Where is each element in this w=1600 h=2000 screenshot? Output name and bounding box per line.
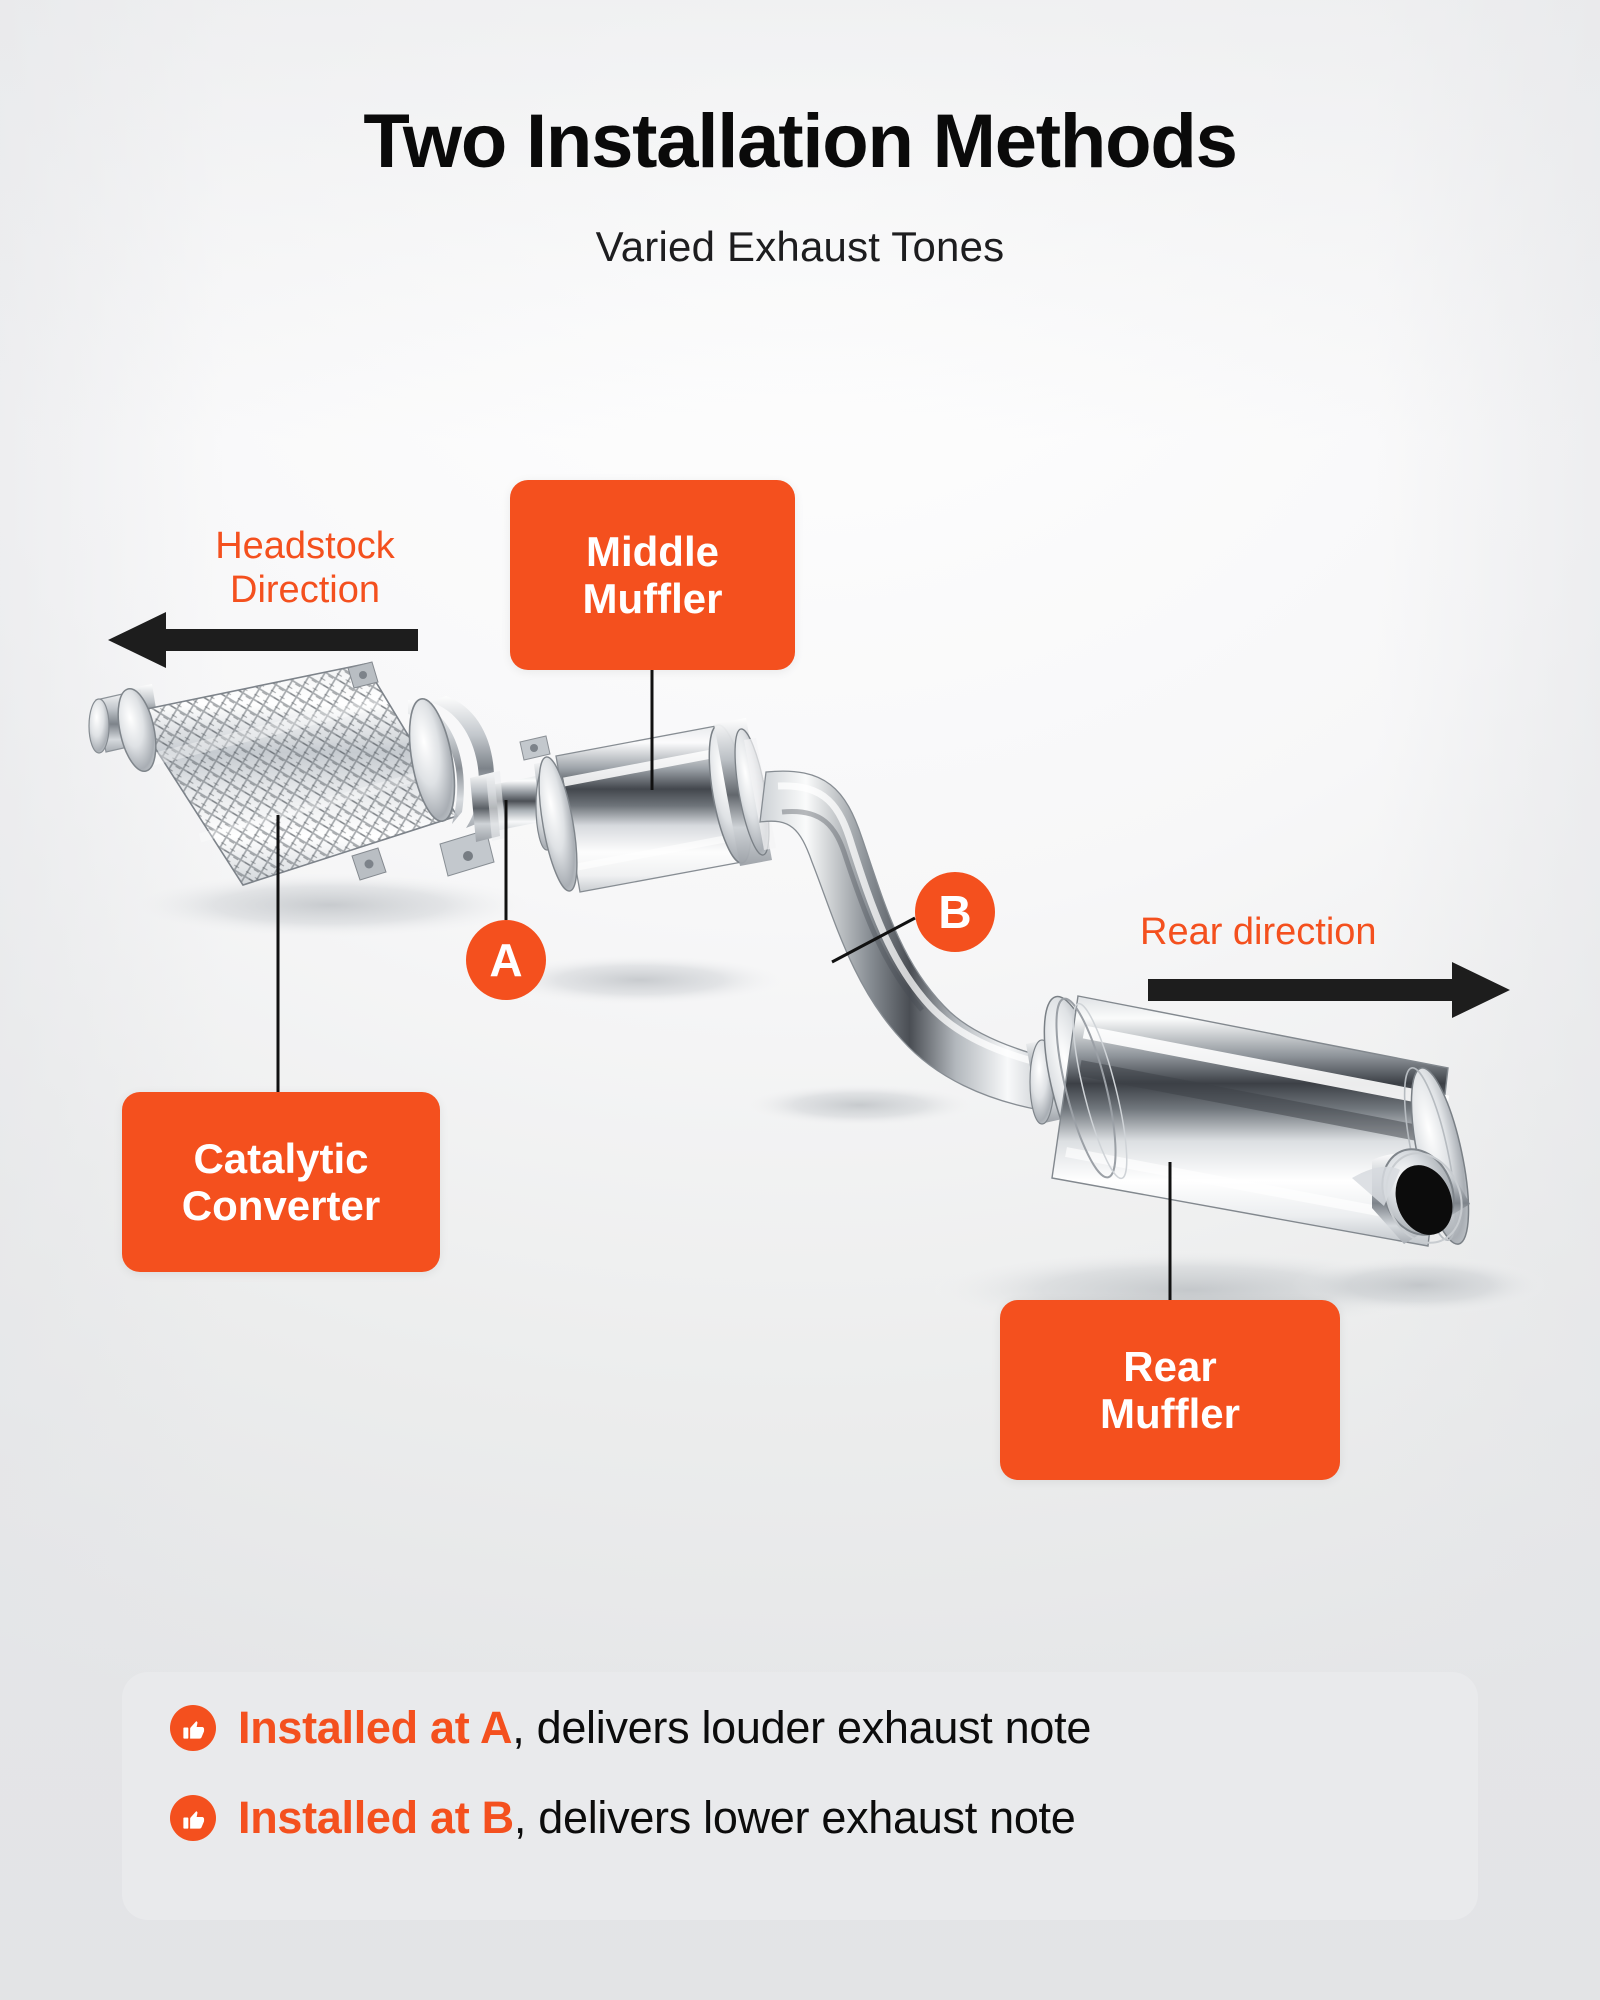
headstock-direction-line2: Direction: [230, 569, 380, 612]
badge-middle-muffler[interactable]: Middle Muffler: [510, 480, 795, 670]
badge-rear-muffler-line1: Rear: [1123, 1342, 1217, 1390]
badge-middle-muffler-line1: Middle: [586, 527, 719, 575]
catalytic-converter-part: [88, 661, 495, 886]
thumbs-up-icon: [170, 1795, 216, 1841]
badge-rear-muffler-line2: Muffler: [1100, 1390, 1240, 1437]
installation-note-row: Installed at A, delivers louder exhaust …: [170, 1702, 1091, 1754]
installation-note-highlight: Installed at A: [238, 1702, 513, 1753]
installation-note-rest: , delivers lower exhaust note: [513, 1792, 1076, 1843]
marker-a[interactable]: A: [466, 920, 546, 1000]
rear-direction-line1: Rear direction: [1140, 911, 1377, 953]
page-subtitle: Varied Exhaust Tones: [595, 223, 1005, 270]
installation-note-text: Installed at A, delivers louder exhaust …: [238, 1702, 1091, 1754]
arrow-left-icon: [108, 612, 418, 668]
badge-rear-muffler[interactable]: Rear Muffler: [1000, 1300, 1340, 1480]
thumbs-up-icon: [170, 1705, 216, 1751]
installation-notes-panel: Installed at A, delivers louder exhaust …: [122, 1672, 1478, 1920]
headstock-direction-label: Headstock Direction: [150, 524, 460, 612]
badge-middle-muffler-line2: Muffler: [582, 575, 723, 622]
badge-catalytic-converter[interactable]: Catalytic Converter: [122, 1092, 440, 1272]
installation-note-rest: , delivers louder exhaust note: [512, 1702, 1092, 1753]
headstock-direction-line1: Headstock: [215, 525, 395, 567]
marker-a-label: A: [489, 934, 523, 986]
s-bend-pipe: [759, 770, 1049, 1111]
installation-note-row: Installed at B, delivers lower exhaust n…: [170, 1792, 1076, 1844]
arrow-right-icon: [1148, 962, 1510, 1018]
marker-b[interactable]: B: [915, 872, 995, 952]
marker-b-label: B: [938, 886, 972, 938]
installation-note-highlight: Installed at B: [238, 1792, 514, 1843]
middle-muffler-part: [519, 718, 776, 893]
page-title: Two Installation Methods: [363, 99, 1238, 184]
badge-catalytic-converter-line1: Catalytic: [193, 1134, 369, 1182]
rear-direction-label: Rear direction: [1140, 910, 1470, 954]
badge-catalytic-converter-line2: Converter: [181, 1182, 381, 1229]
installation-note-text: Installed at B, delivers lower exhaust n…: [238, 1792, 1076, 1844]
rear-muffler-part: [1026, 995, 1470, 1247]
